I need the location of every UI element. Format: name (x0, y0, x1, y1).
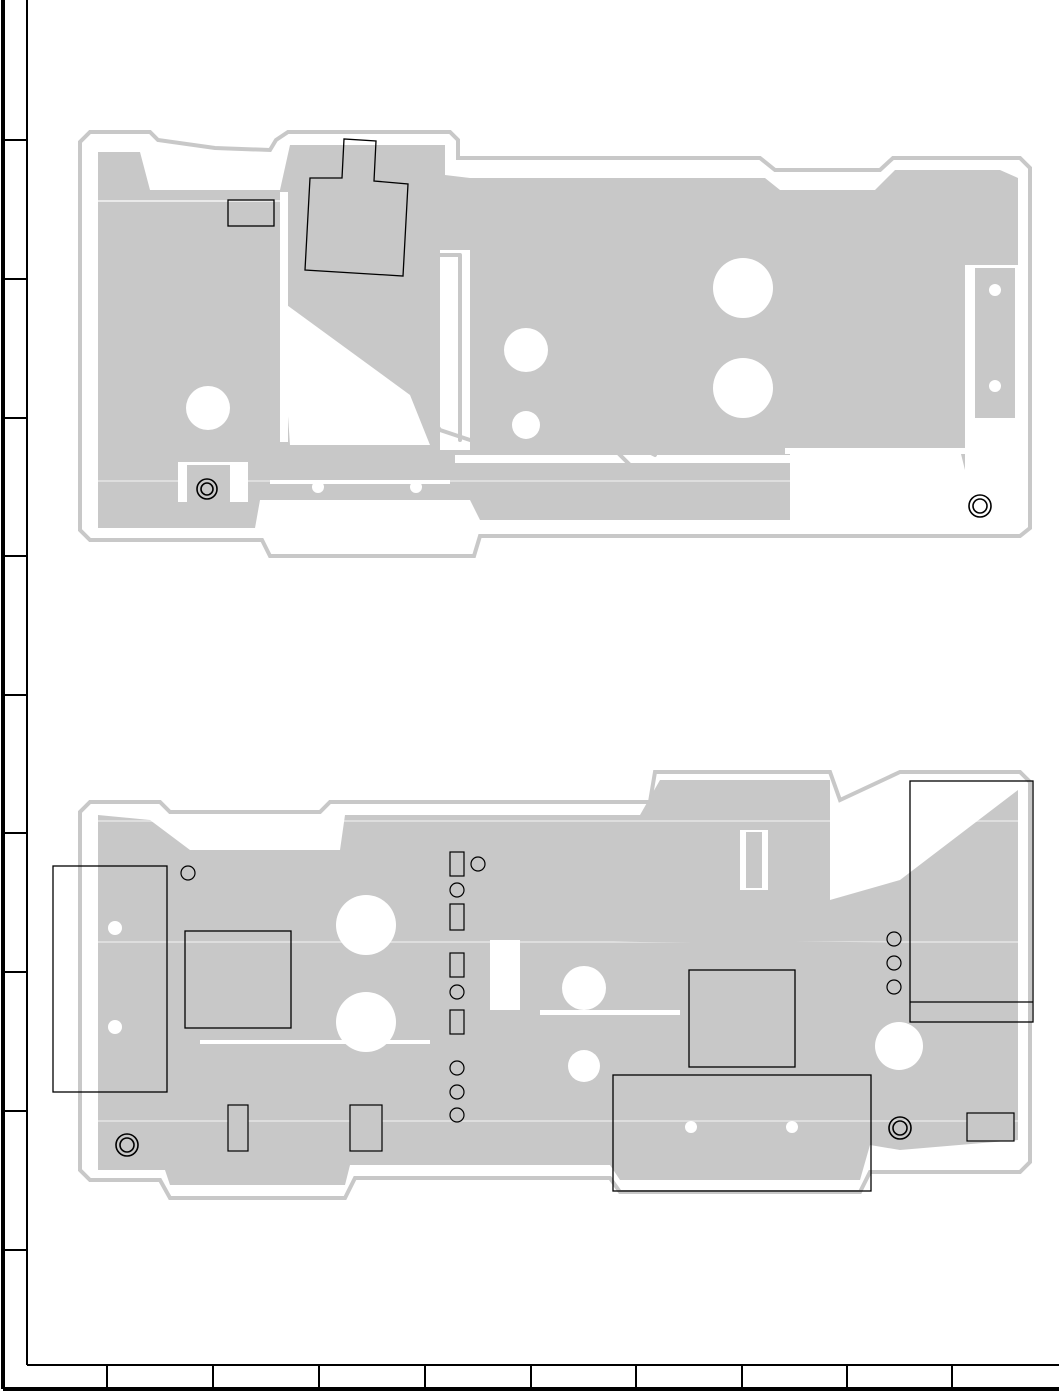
smd-pad (450, 953, 464, 977)
mounting-hole (336, 895, 396, 955)
left-ruler-ticks (3, 140, 27, 1250)
screw-ring-icon (973, 499, 987, 513)
via-hole (512, 411, 540, 439)
round-pad (450, 1061, 464, 1075)
smd-pad (967, 1113, 1014, 1141)
round-pad (450, 883, 464, 897)
smd-pad (450, 1010, 464, 1034)
round-pad (181, 866, 195, 880)
via-hole (989, 380, 1001, 392)
round-pad (450, 985, 464, 999)
mounting-hole (504, 328, 548, 372)
board-bottom (53, 772, 1033, 1198)
board-top-copper (92, 145, 1026, 528)
mounting-hole (562, 966, 606, 1010)
bottom-ruler-ticks (107, 1365, 952, 1389)
round-pad (450, 1108, 464, 1122)
round-pad (450, 1085, 464, 1099)
smd-pad (228, 1105, 248, 1151)
round-pad (887, 956, 901, 970)
via-hole (108, 921, 122, 935)
mounting-hole (186, 386, 230, 430)
via-hole (992, 784, 1004, 796)
smd-pad (450, 904, 464, 930)
board-top (80, 132, 1030, 556)
via-hole (568, 1050, 600, 1082)
round-pad (887, 980, 901, 994)
via-hole (108, 1020, 122, 1034)
smd-pad (350, 1105, 382, 1151)
via-hole (685, 1121, 697, 1133)
mounting-hole (713, 258, 773, 318)
round-pad (887, 932, 901, 946)
smd-pad (450, 852, 464, 876)
via-hole (312, 481, 324, 493)
via-hole (786, 1121, 798, 1133)
via-hole (410, 481, 422, 493)
mounting-hole (713, 358, 773, 418)
via-hole (989, 284, 1001, 296)
mounting-hole (875, 1022, 923, 1070)
mounting-hole (336, 992, 396, 1052)
round-pad (471, 857, 485, 871)
